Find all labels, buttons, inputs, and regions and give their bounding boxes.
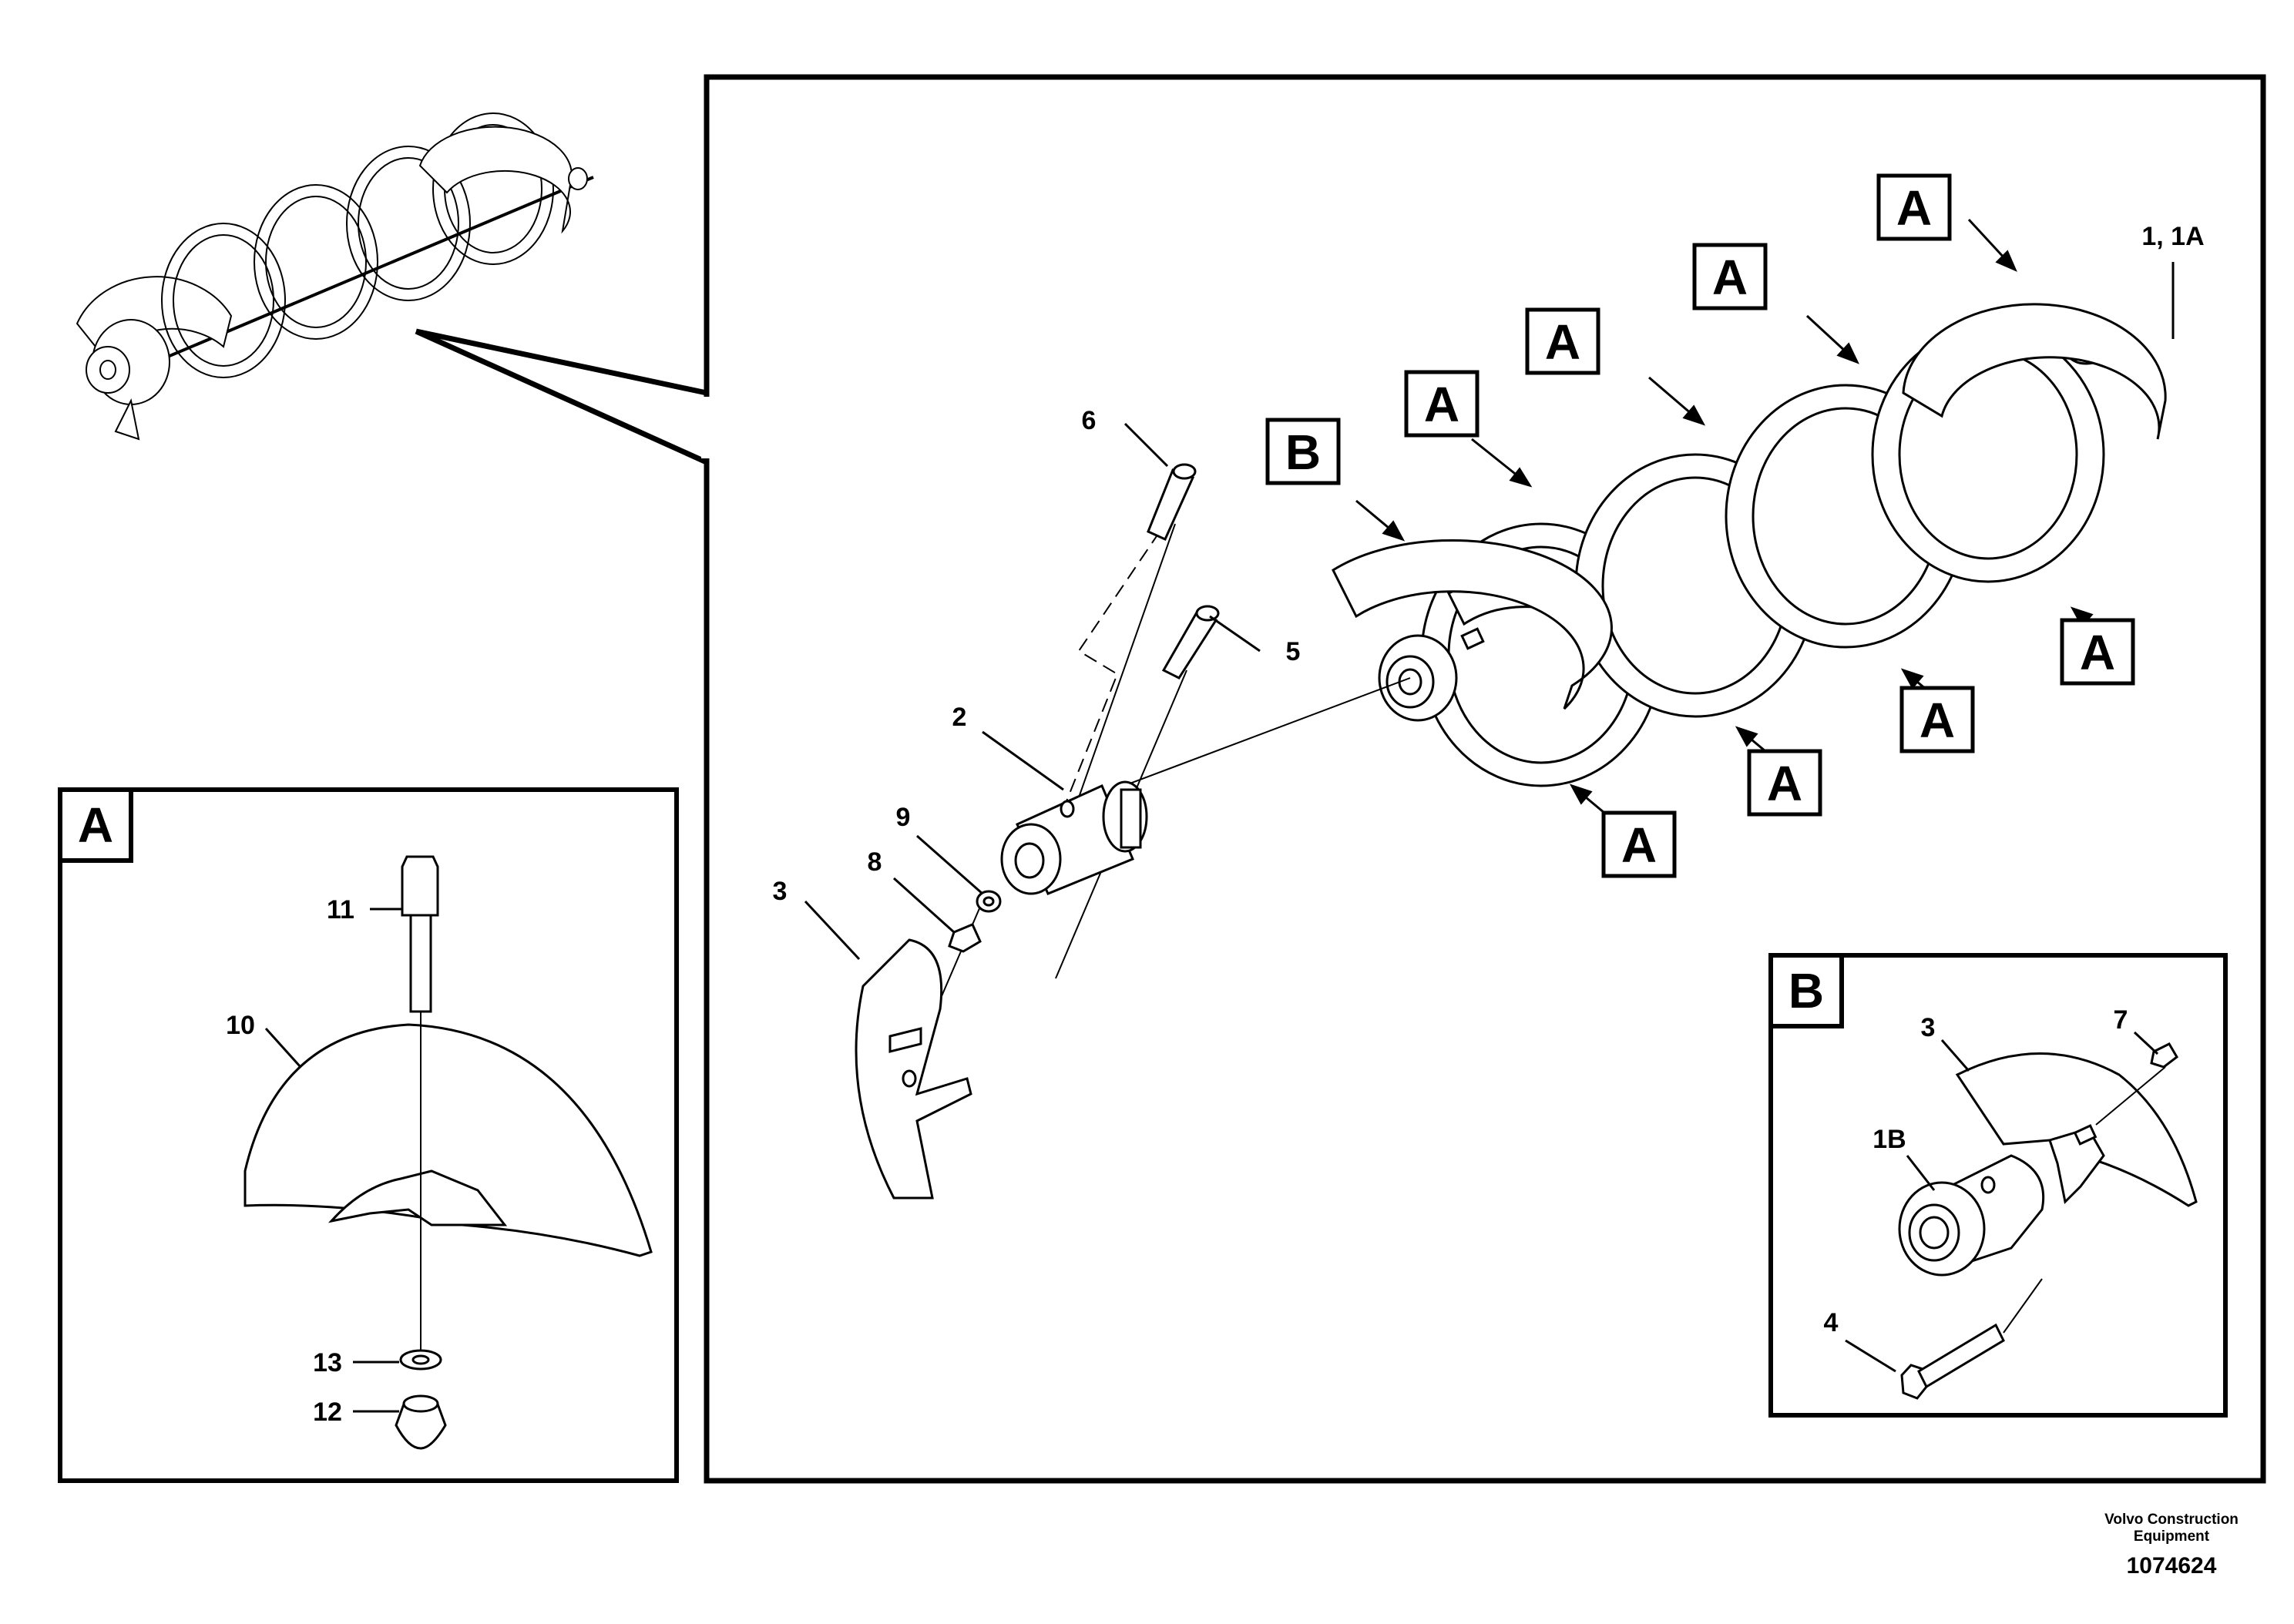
washer-9 (976, 890, 1002, 913)
callout-13: 13 (313, 1348, 342, 1377)
callout-8: 8 (868, 847, 882, 877)
main-view-frame (704, 74, 2266, 1484)
callout-3-detail-b: 3 (1921, 1013, 1936, 1042)
company-name-line1: Volvo Construction (2104, 1512, 2239, 1528)
tag-a-4: A (1424, 377, 1459, 432)
tag-a-6: A (1920, 693, 1955, 748)
zoom-lines (415, 328, 708, 465)
coupling-sleeve (1000, 780, 1148, 895)
tag-a-8: A (1621, 817, 1657, 873)
detail-a-parts (244, 855, 653, 1450)
callout-12: 12 (313, 1398, 342, 1427)
detail-a-label: A (78, 797, 113, 853)
leader-lines-main (804, 262, 2175, 961)
tag-a-3: A (1545, 314, 1580, 370)
auger-flights (1420, 303, 2167, 787)
tag-b-main: B (1285, 424, 1321, 480)
assembly-lines (885, 523, 1411, 1126)
callout-4: 4 (1824, 1308, 1839, 1337)
detail-a-frame (58, 787, 679, 1483)
tag-boxes (1265, 173, 2135, 878)
tag-a-1: A (1896, 180, 1932, 236)
callout-2: 2 (952, 703, 967, 732)
detail-b-label-box (1768, 953, 1844, 1028)
callout-1b: 1B (1872, 1125, 1906, 1154)
callout-9: 9 (896, 803, 911, 832)
paddle-segment-3 (855, 938, 972, 1200)
company-name-line2: Equipment (2134, 1528, 2210, 1545)
bolt-5 (1161, 605, 1220, 679)
drawing-number: 1074624 (2127, 1553, 2217, 1579)
front-flight-assembly (1332, 539, 1613, 722)
tag-a-5: A (2080, 625, 2115, 680)
callout-6: 6 (1082, 406, 1097, 435)
callout-1-1a: 1, 1A (2141, 222, 2204, 251)
detail-b-leaders (1845, 1031, 2159, 1373)
detail-a-leaders (264, 908, 402, 1413)
detail-b-frame (1768, 953, 2228, 1418)
callout-3: 3 (773, 877, 788, 906)
overview-thumbnail (76, 112, 594, 441)
detail-b-label: B (1789, 963, 1824, 1018)
bolt-6 (1147, 463, 1197, 541)
tag-a-7: A (1767, 756, 1802, 811)
detail-b-parts (1898, 1042, 2198, 1400)
callout-7: 7 (2114, 1005, 2128, 1035)
tag-a-2: A (1712, 250, 1748, 305)
nut-8 (948, 923, 982, 953)
callout-10: 10 (226, 1011, 255, 1040)
callout-5: 5 (1286, 637, 1301, 666)
detail-a-label-box (58, 787, 133, 863)
callout-11: 11 (327, 895, 354, 924)
